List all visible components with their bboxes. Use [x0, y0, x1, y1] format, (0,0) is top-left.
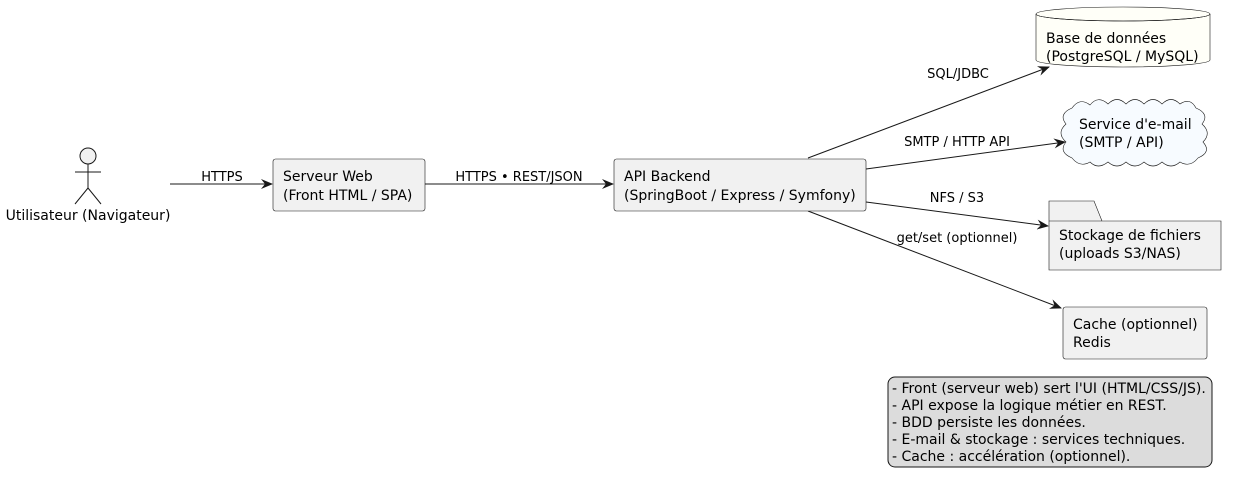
note-line: - E-mail & stockage : services technique…: [892, 432, 1185, 448]
node-cache-subtitle: Redis: [1073, 335, 1111, 351]
note-line: - API expose la logique métier en REST.: [892, 398, 1167, 414]
node-web-server: Serveur Web (Front HTML / SPA): [272, 158, 426, 212]
edge-label-smtp-http-api: SMTP / HTTP API: [904, 135, 1010, 150]
note-line: - Cache : accélération (optionnel).: [892, 449, 1130, 465]
edge-api-to-db: [807, 66, 1050, 159]
node-file-storage: Stockage de fichiers (uploads S3/NAS): [1048, 200, 1222, 271]
node-database: Base de données (PostgreSQL / MySQL): [1035, 6, 1211, 68]
actor-user-browser: Utilisateur (Navigateur): [6, 147, 171, 224]
node-file-storage-title: Stockage de fichiers: [1059, 228, 1201, 244]
stick-figure-icon: [74, 147, 102, 205]
node-file-storage-subtitle: (uploads S3/NAS): [1059, 246, 1181, 262]
edge-api-to-email: [865, 138, 1066, 170]
edge-api-to-cache: [807, 210, 1062, 309]
actor-label: Utilisateur (Navigateur): [6, 208, 171, 224]
node-api-backend: API Backend (SpringBoot / Express / Symf…: [613, 158, 867, 212]
edge-labels: HTTPS HTTPS • REST/JSON SQL/JDBC SMTP / …: [201, 67, 1017, 246]
note-line: - BDD persiste les données.: [892, 415, 1086, 431]
node-database-title: Base de données: [1046, 31, 1166, 47]
node-database-subtitle: (PostgreSQL / MySQL): [1046, 49, 1199, 65]
edge-label-sql-jdbc: SQL/JDBC: [927, 67, 989, 82]
cloud-icon: [1060, 99, 1208, 167]
node-api-backend-title: API Backend: [624, 169, 710, 185]
node-email-service: Service d'e-mail (SMTP / API): [1060, 99, 1208, 167]
edge-label-get-set: get/set (optionnel): [897, 231, 1018, 246]
edge-label-https: HTTPS: [201, 170, 243, 185]
node-web-server-subtitle: (Front HTML / SPA): [283, 188, 412, 204]
node-api-backend-subtitle: (SpringBoot / Express / Symfony): [624, 188, 856, 204]
legend-note: - Front (serveur web) sert l'UI (HTML/CS…: [887, 376, 1213, 468]
node-cache-title: Cache (optionnel): [1073, 317, 1198, 333]
folder-icon: [1048, 200, 1222, 271]
database-cylinder-icon: [1035, 6, 1211, 68]
edge-label-nfs-s3: NFS / S3: [930, 191, 984, 206]
node-web-server-title: Serveur Web: [283, 169, 373, 185]
node-email-service-subtitle: (SMTP / API): [1079, 135, 1164, 151]
edge-api-to-storage: [865, 201, 1049, 230]
node-email-service-title: Service d'e-mail: [1079, 117, 1192, 133]
note-line: - Front (serveur web) sert l'UI (HTML/CS…: [892, 381, 1206, 397]
edge-label-rest-json: HTTPS • REST/JSON: [455, 170, 582, 185]
node-cache: Cache (optionnel) Redis: [1062, 306, 1208, 360]
edges: [170, 66, 1066, 309]
